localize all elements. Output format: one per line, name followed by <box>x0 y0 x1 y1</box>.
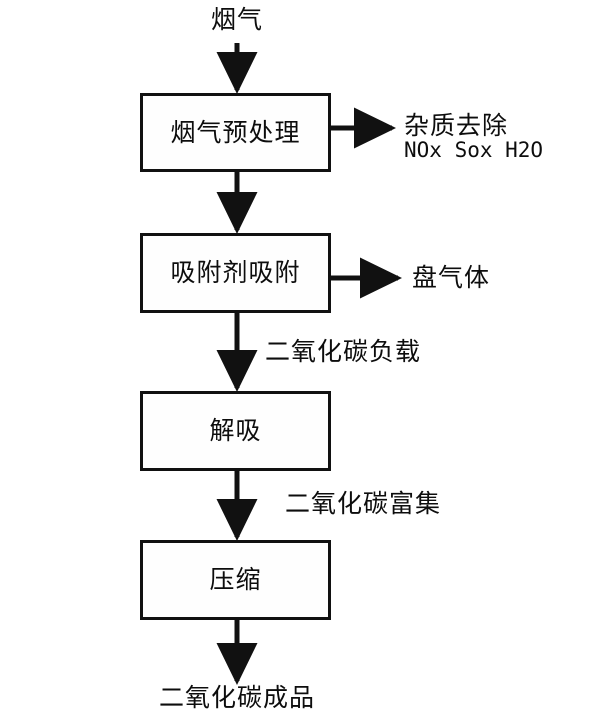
process-node-desorption-label: 解吸 <box>209 416 262 446</box>
label-stream-co2-enriched: 二氧化碳富集 <box>285 489 442 518</box>
process-node-compression[interactable]: 压缩 <box>140 540 331 620</box>
label-impurity-removal: 杂质去除 NOx Sox H2O <box>404 112 543 162</box>
process-node-adsorption-label: 吸附剂吸附 <box>170 258 301 288</box>
process-node-compression-label: 压缩 <box>209 565 262 595</box>
process-node-pretreatment[interactable]: 烟气预处理 <box>140 93 331 172</box>
label-impurity-removal-species: NOx Sox H2O <box>404 138 544 162</box>
process-node-pretreatment-label: 烟气预处理 <box>170 117 301 147</box>
label-flue-gas-inlet: 烟气 <box>210 5 264 34</box>
label-purge-gas: 盘气体 <box>412 263 491 292</box>
label-co2-product-outlet: 二氧化碳成品 <box>158 683 316 712</box>
process-node-desorption[interactable]: 解吸 <box>140 391 331 471</box>
label-stream-co2-loaded: 二氧化碳负载 <box>265 337 422 366</box>
label-impurity-removal-title: 杂质去除 <box>404 111 509 140</box>
process-node-adsorption[interactable]: 吸附剂吸附 <box>140 233 331 313</box>
